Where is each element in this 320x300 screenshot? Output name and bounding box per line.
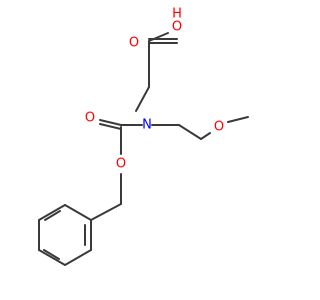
bond-ether-left (200, 132, 211, 140)
atom-label-carbamate-ester-oxygen: O (116, 157, 126, 172)
atom-label-ether-oxygen: O (214, 120, 224, 135)
bond-ether-right (227, 116, 249, 123)
bond-carbamate-carbonyl-top (99, 119, 122, 126)
bond-ring-2 (64, 249, 92, 266)
atom-label-hydroxyl-oxygen: O (172, 20, 182, 35)
atom-label-amine-nitrogen: N (142, 118, 152, 133)
bond-acid-c-oh (148, 32, 169, 42)
bond-carbamate-carbonyl-bottom (99, 123, 122, 130)
bond-ring-inner-3 (44, 210, 61, 221)
molecule-structure-diagram: O H O N O O O (38, 6, 249, 266)
bond-ring-inner-2 (43, 249, 60, 260)
bond-alpha-beta (135, 86, 150, 112)
bond-ethyl-chain (178, 124, 202, 140)
bond-ring-6 (64, 204, 92, 221)
bond-ch2-ring (90, 203, 122, 221)
bond-ring-5 (38, 204, 66, 221)
atom-label-hydroxyl-hydrogen: H (172, 7, 182, 22)
atom-label-acid-carbonyl-oxygen: O (129, 36, 139, 51)
atom-label-carbamate-carbonyl-oxygen: O (85, 111, 95, 126)
bond-ring-3 (38, 249, 66, 266)
molecule-structure-svg: O H O N O O O (38, 7, 249, 266)
